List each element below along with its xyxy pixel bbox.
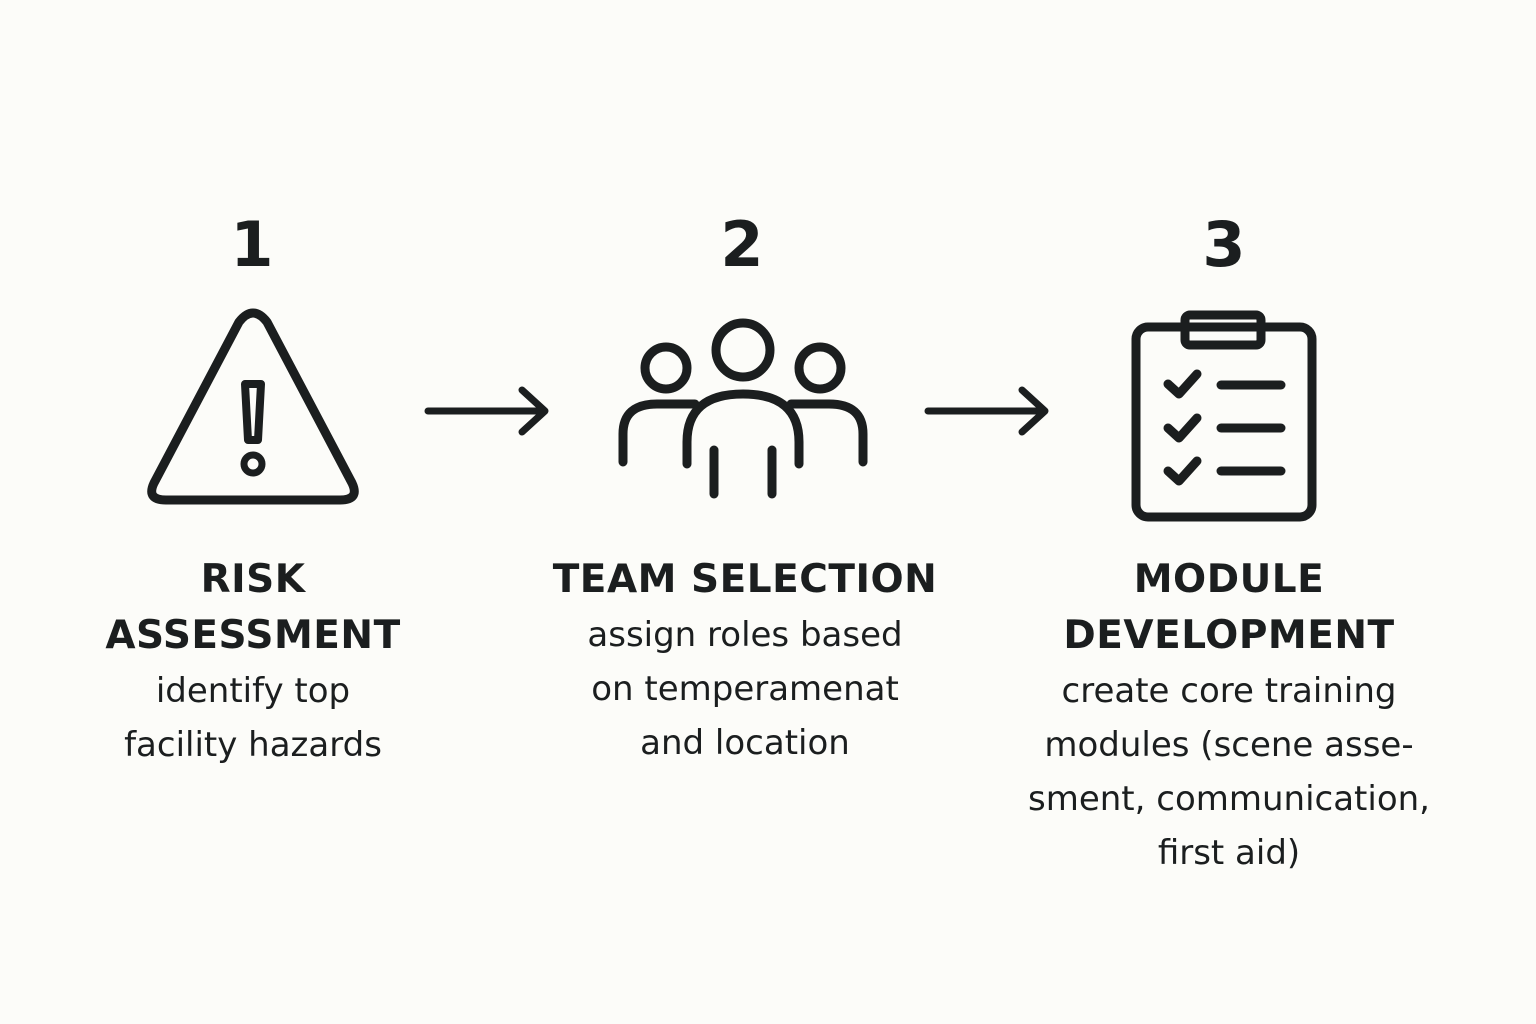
step-3-number: 3: [1202, 208, 1246, 281]
step-3-title-line: DEVELOPMENT: [1063, 613, 1395, 658]
step-1-title: RISK ASSESSMENT: [53, 552, 453, 664]
step-2-description-line: on temperamenat: [591, 669, 899, 709]
step-1-title-line: ASSESSMENT: [105, 613, 401, 658]
step-3-description-line: sment, communication,: [1028, 779, 1430, 819]
clipboard-checklist-icon: [1131, 310, 1317, 522]
warning-triangle-icon: [146, 308, 360, 506]
step-2-label: TEAM SELECTION assign roles based on tem…: [525, 552, 965, 770]
step-3-description-line: create core training: [1061, 671, 1397, 711]
step-1-description: identify top facility hazards: [53, 664, 453, 772]
team-group-icon: [617, 318, 869, 500]
step-2-title-line: TEAM SELECTION: [552, 557, 938, 602]
arrow-right-icon: [924, 385, 1054, 437]
step-3-description-line: first aid): [1157, 833, 1301, 873]
step-3-title-line: MODULE: [1133, 557, 1325, 602]
step-3-label: MODULE DEVELOPMENT create core training …: [1004, 552, 1454, 880]
step-1-number: 1: [230, 208, 274, 281]
step-1-title-line: RISK: [200, 557, 306, 602]
step-1-description-line: identify top: [155, 671, 351, 711]
step-3-title: MODULE DEVELOPMENT: [1004, 552, 1454, 664]
arrow-right-icon: [424, 385, 554, 437]
step-1-description-line: facility hazards: [124, 725, 382, 765]
step-3-description: create core training modules (scene asse…: [1004, 664, 1454, 880]
step-1-label: RISK ASSESSMENT identify top facility ha…: [53, 552, 453, 772]
step-2-title: TEAM SELECTION: [525, 552, 965, 608]
step-2-description-line: assign roles based: [587, 615, 903, 655]
step-2-description: assign roles based on temperamenat and l…: [525, 608, 965, 770]
step-2-number: 2: [720, 208, 764, 281]
step-2-description-line: and location: [640, 723, 850, 763]
step-3-description-line: modules (scene asse-: [1044, 725, 1414, 765]
